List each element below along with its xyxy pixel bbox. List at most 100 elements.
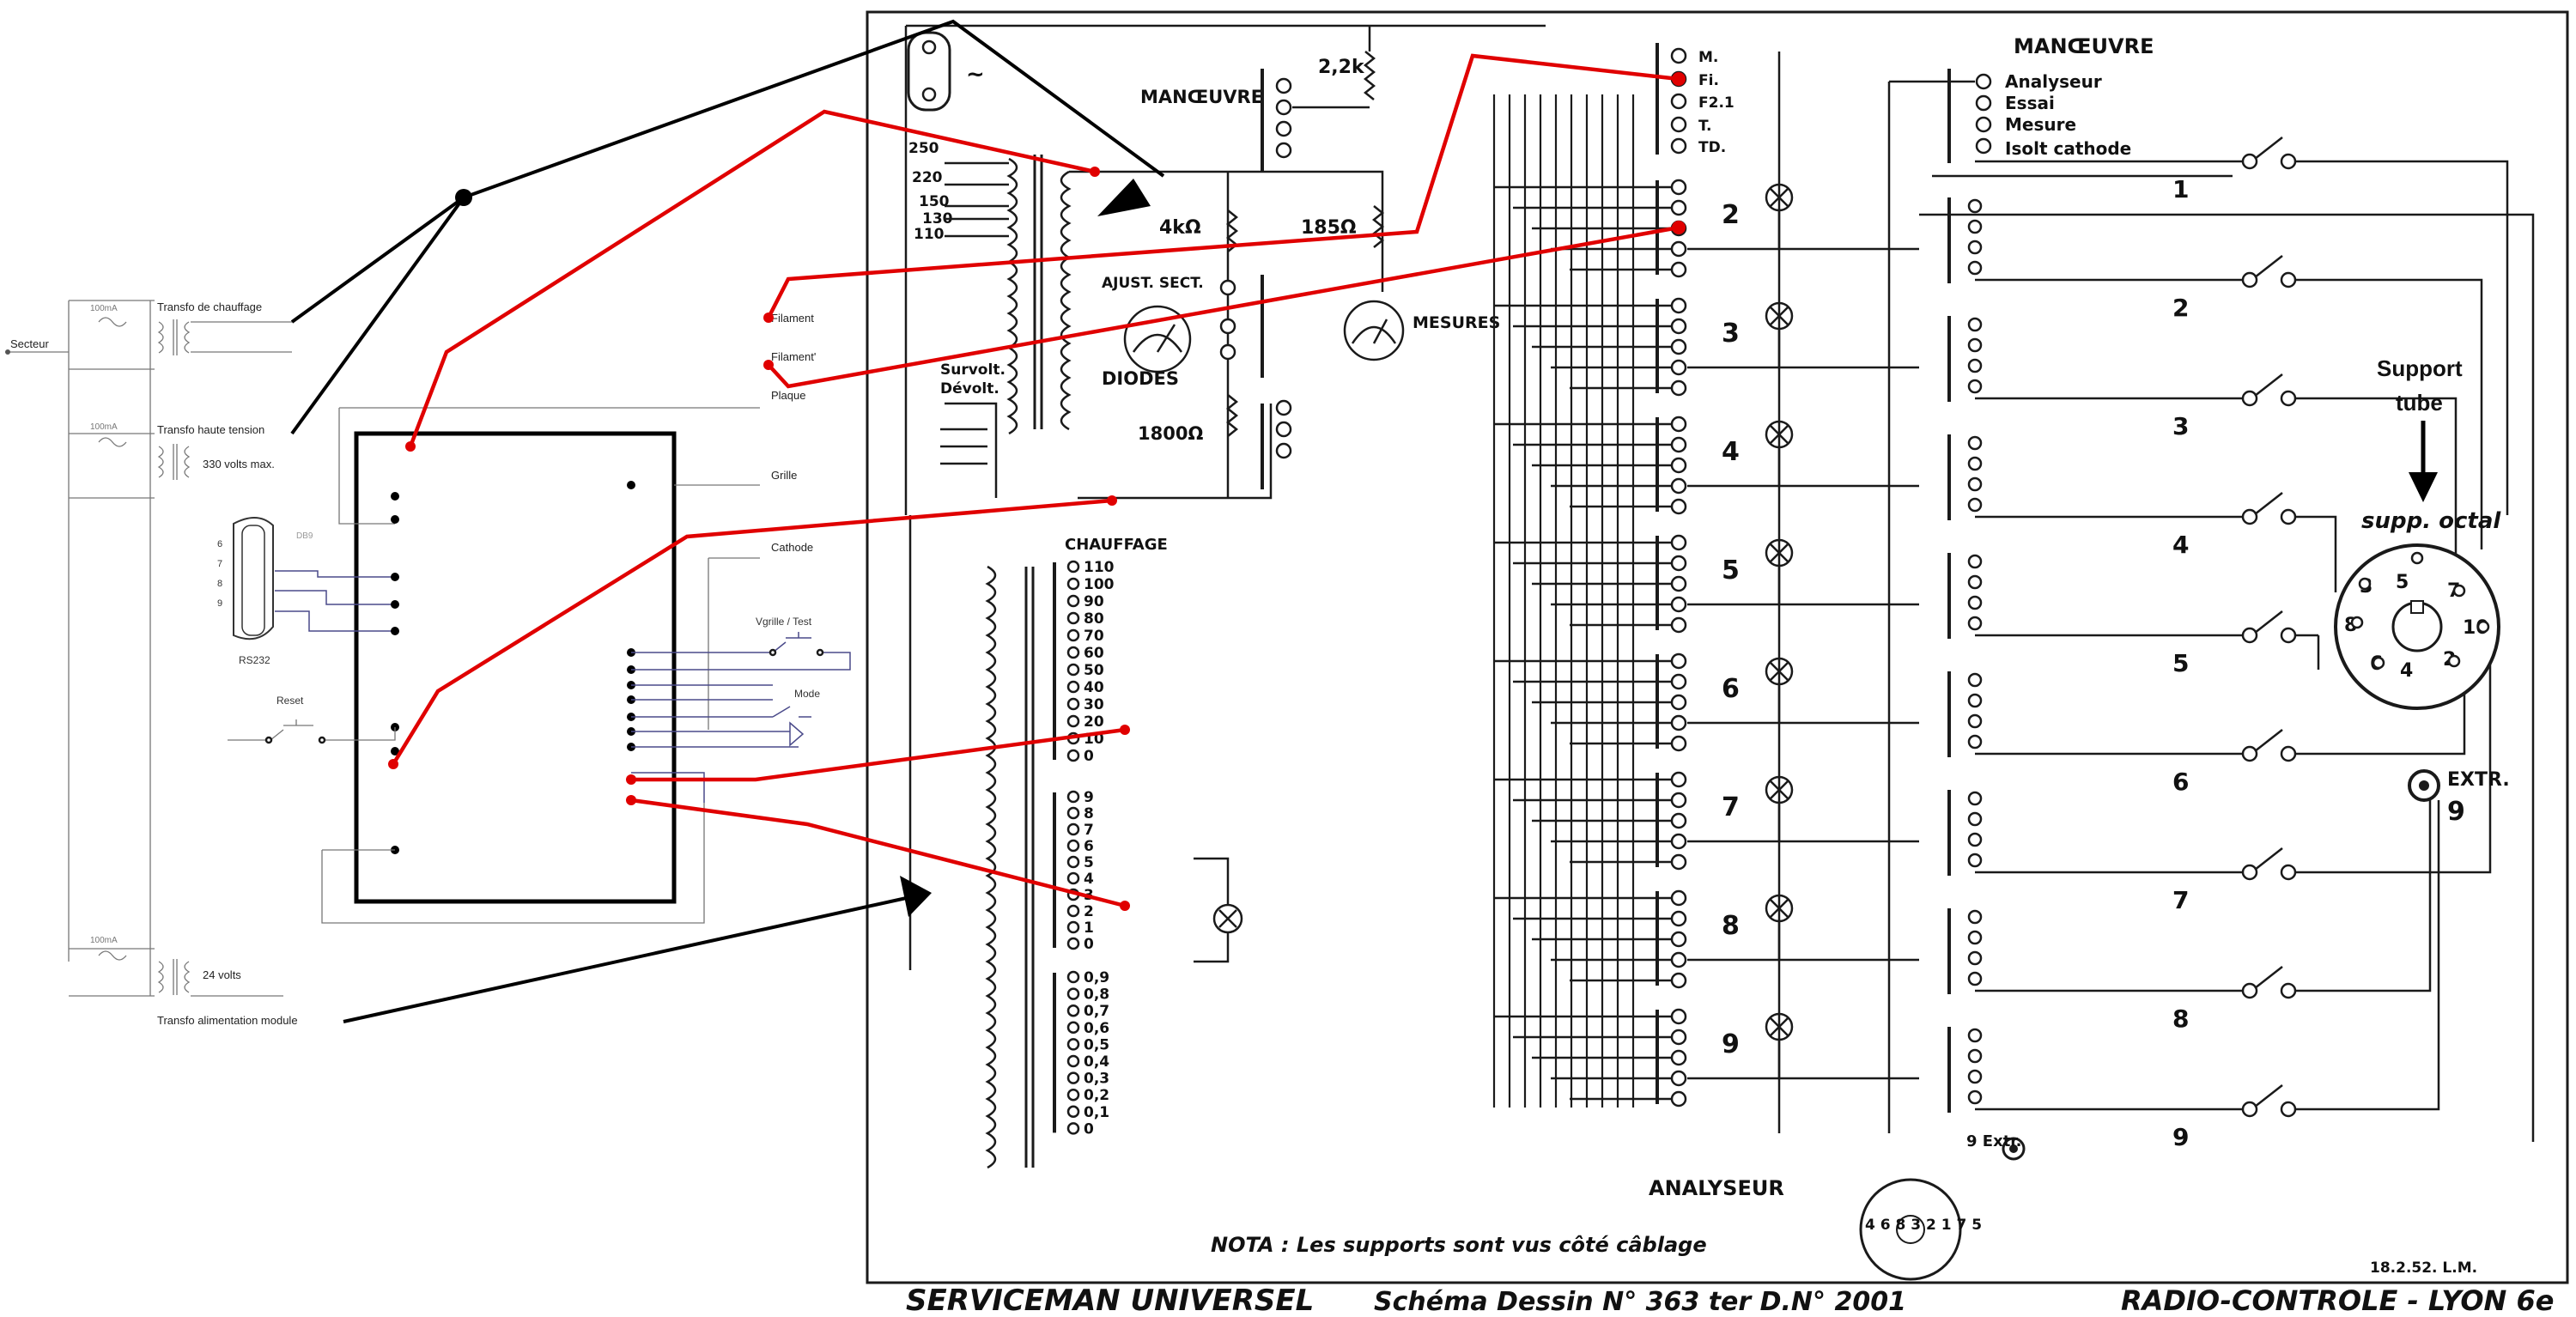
row-number: 4 [1722, 437, 1740, 467]
svg-text:4 6 8 3 2 1 7 5: 4 6 8 3 2 1 7 5 [1865, 1217, 1982, 1234]
chauffage-tap-label: 50 [1084, 662, 1104, 679]
secteur-label: Secteur [10, 337, 49, 350]
module-pins [391, 481, 635, 854]
chauffage-tap-2-3 [1066, 1021, 1080, 1035]
svg-text:CHAUFFAGE: CHAUFFAGE [1065, 536, 1168, 554]
filament-label: Filament [771, 312, 814, 325]
chauffage-tap-label: 0,2 [1084, 1087, 1109, 1104]
schematic-sheet: ~ 250 220 150 130 110 Survolt. Dévolt. M… [866, 10, 2569, 1284]
svg-text:Transfo haute tension: Transfo haute tension [157, 423, 264, 436]
chauffage-tap-label: 8 [1084, 805, 1094, 822]
module-diagram: Secteur 100mA 100mA 100mA Transfo de cha… [5, 300, 851, 1027]
footer-drawing-number: Schéma Dessin N° 363 ter D.N° 2001 [1374, 1287, 1906, 1317]
switch-1: 1 [1975, 137, 2318, 203]
switch-4: 4 [1975, 492, 2318, 559]
svg-text:7: 7 [217, 559, 222, 569]
svg-text:F2.1: F2.1 [1698, 94, 1735, 112]
overlay-wires [290, 19, 1686, 1023]
svg-text:Mesure: Mesure [2005, 114, 2076, 135]
footer-title: SERVICEMAN UNIVERSEL [906, 1284, 1314, 1317]
svg-text:RS232: RS232 [239, 654, 270, 666]
switch-3: 3 [1975, 373, 2318, 440]
switch-number: 2 [2172, 294, 2189, 322]
row-number: 2 [1722, 200, 1740, 230]
chauffage-tap-label: 1 [1084, 919, 1094, 937]
chauffage-tap-2-5 [1066, 1054, 1080, 1068]
plaque-label: Plaque [771, 389, 805, 402]
svg-text:AJUST. SECT.: AJUST. SECT. [1102, 275, 1204, 292]
chauffage-tap-0-2 [1066, 594, 1080, 608]
chauffage-tap-label: 100 [1084, 576, 1115, 593]
chauffage-tap-label: 6 [1084, 838, 1094, 855]
chauffage-tap-label: 60 [1084, 645, 1104, 662]
chauffage-tap-label: 2 [1084, 903, 1094, 920]
reset-button[interactable]: Reset [228, 695, 396, 744]
chauffage-tap-label: 0,1 [1084, 1104, 1109, 1121]
svg-text:110: 110 [914, 226, 945, 243]
svg-text:EXTR.: EXTR. [2447, 769, 2510, 791]
svg-text:5: 5 [2396, 572, 2409, 593]
module-pin [391, 627, 399, 635]
svg-text:Essai: Essai [2005, 93, 2055, 113]
module-pin [391, 573, 399, 581]
vgrille-test-button[interactable]: Vgrille / Test [631, 616, 851, 671]
chauffage-tap-0-3 [1066, 611, 1080, 625]
cathode-label: Cathode [771, 541, 813, 554]
octal-socket: 5 3 7 8 10 6 4 2 [2334, 543, 2500, 710]
chauffage-tap-label: 0,7 [1084, 1003, 1109, 1020]
mode-button[interactable]: Mode [631, 684, 820, 748]
secteur-taps: 250 220 150 130 110 [908, 140, 1009, 243]
chauffage-tap-0-6 [1066, 663, 1080, 677]
switch-number: 7 [2172, 886, 2189, 914]
chauffage-tap-0-1 [1066, 577, 1080, 591]
svg-text:330 volts max.: 330 volts max. [203, 458, 275, 470]
svg-text:supp. octal: supp. octal [2361, 508, 2501, 534]
svg-text:Isolt cathode: Isolt cathode [2005, 138, 2131, 159]
transfo-module-label: Transfo alimentation module [157, 1014, 298, 1027]
chauffage-tap-2-6 [1066, 1071, 1080, 1084]
chauffage-tap-label: 110 [1084, 559, 1115, 576]
chauffage-tap-1-4 [1066, 855, 1080, 869]
module-pin [391, 747, 399, 756]
svg-text:M.: M. [1698, 49, 1718, 66]
chauffage-tap-label: 80 [1084, 610, 1104, 628]
svg-text:1800Ω: 1800Ω [1138, 423, 1203, 444]
chauffage-tap-label: 0 [1084, 748, 1094, 765]
module-box [354, 431, 677, 904]
switch-2: 2 [1975, 255, 2318, 322]
transfo-chauffage: Transfo de chauffage [157, 300, 292, 355]
switch-number: 9 [2172, 1123, 2189, 1151]
chauffage-tap-0-9 [1066, 714, 1080, 728]
transfo-haute-tension: Transfo haute tension 330 volts max. [157, 423, 275, 480]
module-pin [391, 515, 399, 524]
chauffage-tap-0-7 [1066, 680, 1080, 694]
svg-text:ANALYSEUR: ANALYSEUR [1649, 1176, 1784, 1200]
svg-text:Analyseur: Analyseur [2005, 71, 2102, 92]
svg-text:250: 250 [908, 140, 939, 157]
switch-9: 9 [1975, 1084, 2318, 1151]
chauffage-taps: 110100908070605040302010098765432100,90,… [1053, 559, 1115, 1138]
chauffage-tap-label: 0,8 [1084, 986, 1109, 1004]
chauffage-tap-1-1 [1066, 806, 1080, 820]
chauffage-tap-2-7 [1066, 1088, 1080, 1102]
svg-text:100mA: 100mA [90, 304, 118, 313]
chauffage-tap-1-0 [1066, 790, 1080, 804]
svg-text:9: 9 [2447, 797, 2465, 827]
chauffage-tap-label: 0,3 [1084, 1071, 1109, 1088]
chauffage-tap-label: 0 [1084, 1120, 1094, 1138]
module-pin [391, 492, 399, 501]
chauffage-tap-label: 7 [1084, 822, 1094, 839]
chauffage-tap-1-2 [1066, 822, 1080, 836]
svg-text:TD.: TD. [1698, 139, 1726, 156]
svg-text:MANŒUVRE: MANŒUVRE [2014, 34, 2154, 58]
chauffage-tap-label: 0,6 [1084, 1020, 1109, 1037]
switch-number: 8 [2172, 1004, 2189, 1033]
svg-text:9 Extr.: 9 Extr. [1966, 1132, 2021, 1150]
chauffage-tap-1-3 [1066, 839, 1080, 853]
svg-text:24 volts: 24 volts [203, 968, 241, 981]
svg-text:130: 130 [922, 210, 953, 228]
footer-company: RADIO-CONTROLE - LYON 6e [2121, 1284, 2554, 1317]
chauffage-tap-2-4 [1066, 1038, 1080, 1051]
svg-text:Fi.: Fi. [1698, 72, 1719, 89]
